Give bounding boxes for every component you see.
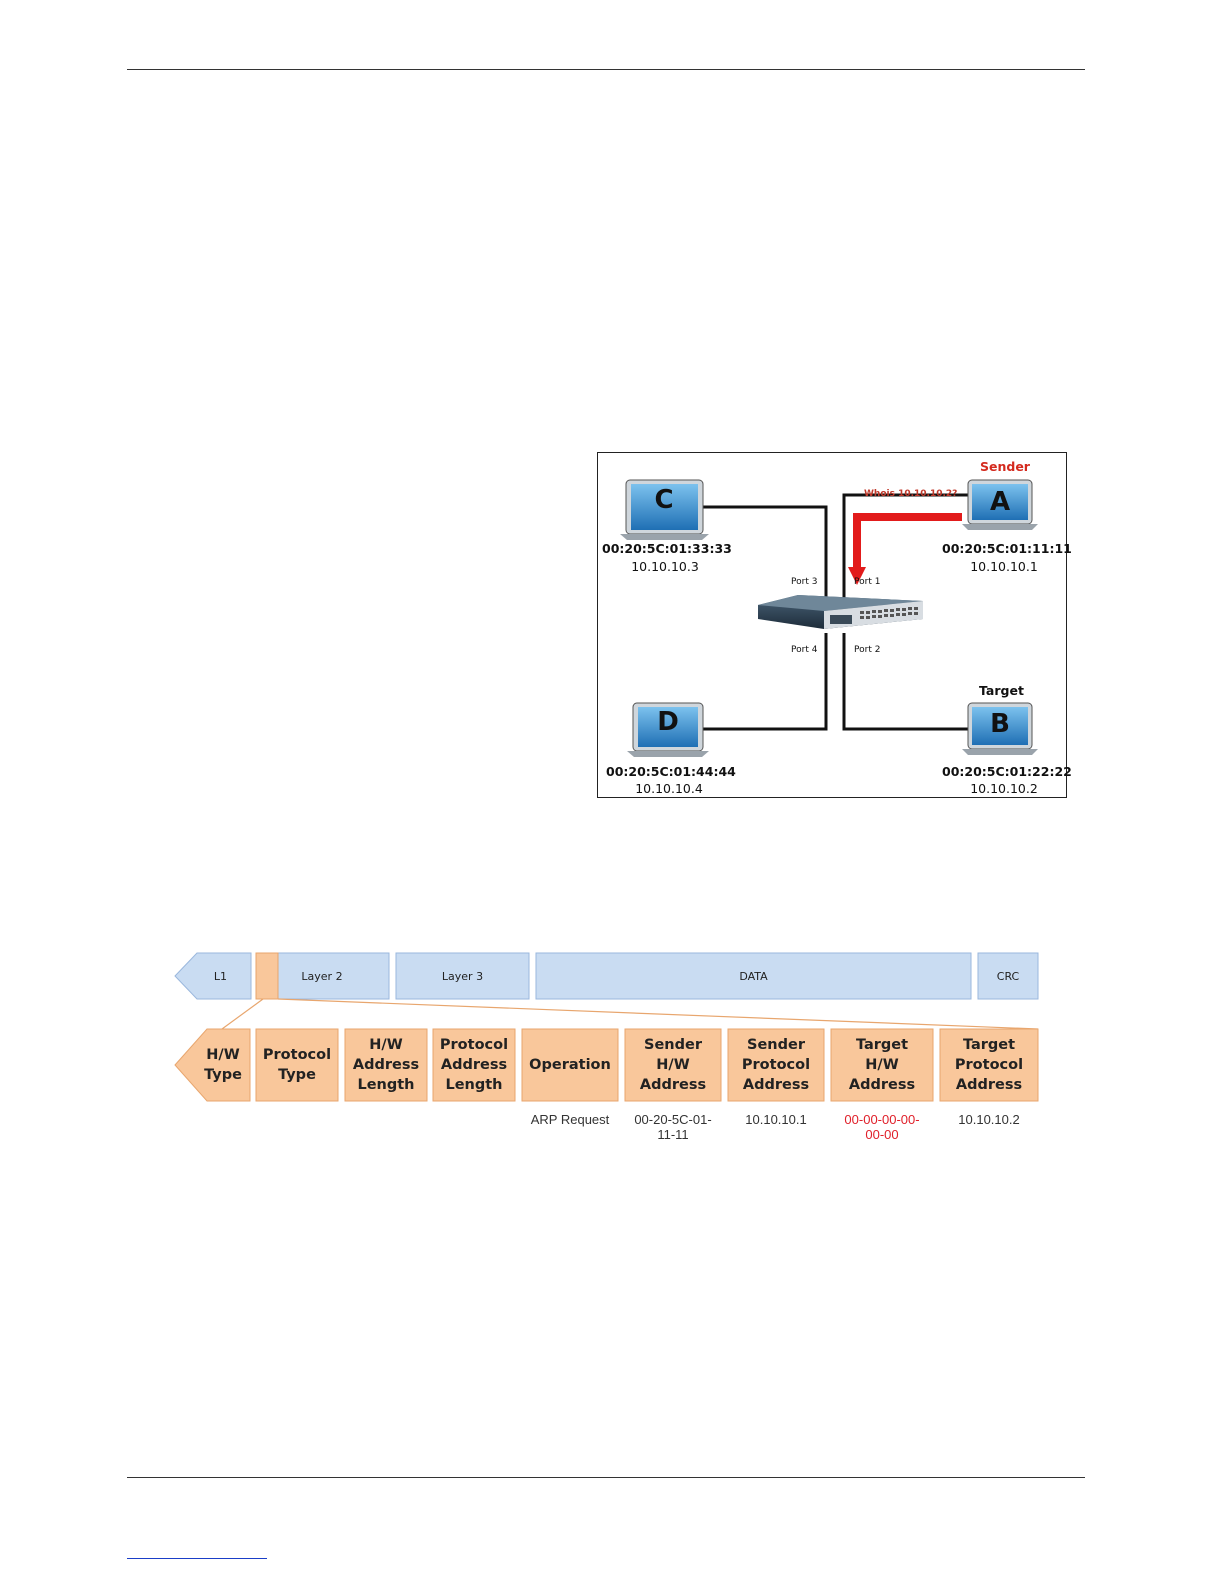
laptop-c bbox=[620, 479, 709, 540]
cable-a-port1 bbox=[842, 493, 968, 601]
block-layer3-label: Layer 3 bbox=[441, 969, 484, 983]
cable-c-port3 bbox=[703, 505, 828, 601]
field-sender-protocol-address bbox=[727, 1028, 825, 1102]
pc-a-ip: 10.10.10.1 bbox=[970, 559, 1038, 574]
pc-d-ip: 10.10.10.4 bbox=[635, 781, 703, 796]
frame-field-row bbox=[174, 1028, 1039, 1102]
pc-d-mac: 00:20:5C:01:44:44 bbox=[606, 764, 736, 779]
field-protocol-address-length bbox=[432, 1028, 516, 1102]
port-1-label: Port 1 bbox=[854, 577, 881, 587]
block-data-label: DATA bbox=[739, 969, 768, 983]
pc-b-ip: 10.10.10.2 bbox=[970, 781, 1038, 796]
sender-label: Sender bbox=[980, 459, 1030, 474]
laptop-a bbox=[962, 479, 1038, 530]
field-hw-type bbox=[174, 1028, 251, 1102]
block-crc bbox=[977, 952, 1039, 1000]
block-layer3 bbox=[395, 952, 530, 1000]
footer-rule bbox=[127, 1477, 1085, 1478]
pc-b-mac: 00:20:5C:01:22:22 bbox=[942, 764, 1072, 779]
pc-d-letter: D bbox=[657, 707, 679, 737]
pc-a-mac: 00:20:5C:01:11:11 bbox=[942, 541, 1072, 556]
block-arp-highlight bbox=[255, 952, 279, 1000]
pc-c-ip: 10.10.10.3 bbox=[631, 559, 699, 574]
block-l1 bbox=[174, 952, 252, 1000]
frame-drawing bbox=[174, 952, 1039, 1102]
field-target-protocol-address bbox=[939, 1028, 1039, 1102]
whois-label: Whois 10.10.10.2? bbox=[864, 489, 958, 499]
network-switch bbox=[758, 595, 923, 629]
header-rule bbox=[127, 69, 1085, 70]
field-operation bbox=[521, 1028, 619, 1102]
field-protocol-type bbox=[255, 1028, 339, 1102]
cable-b-port2 bbox=[842, 633, 968, 731]
target-label: Target bbox=[979, 683, 1024, 698]
field-sender-hw-address bbox=[624, 1028, 722, 1102]
footer-link-underline bbox=[127, 1558, 267, 1559]
field-hw-address-length bbox=[344, 1028, 428, 1102]
arp-network-figure: C A D B Sender Target Whois 10.10.10.2? … bbox=[597, 452, 1072, 798]
laptop-b bbox=[962, 702, 1038, 755]
field-target-hw-address bbox=[830, 1028, 934, 1102]
pc-c-mac: 00:20:5C:01:33:33 bbox=[602, 541, 732, 556]
value-target-hw-address: 00-00-00-00-00-00 bbox=[844, 1112, 920, 1142]
laptop-d bbox=[627, 702, 709, 757]
value-operation: ARP Request bbox=[530, 1112, 610, 1127]
network-cables bbox=[703, 493, 968, 731]
network-drawing bbox=[620, 479, 1038, 757]
cable-d-port4 bbox=[703, 633, 828, 731]
value-target-protocol-address: 10.10.10.2 bbox=[958, 1112, 1020, 1127]
block-crc-label: CRC bbox=[996, 969, 1020, 983]
pc-a-letter: A bbox=[989, 487, 1011, 517]
port-3-label: Port 3 bbox=[791, 577, 818, 587]
zoom-lines bbox=[221, 998, 1039, 1030]
value-sender-protocol-address: 10.10.10.1 bbox=[745, 1112, 807, 1127]
block-layer2-label: Layer 2 bbox=[301, 969, 343, 983]
block-data bbox=[535, 952, 972, 1000]
port-2-label: Port 2 bbox=[854, 645, 881, 655]
block-l1-label: L1 bbox=[213, 969, 228, 983]
pc-c-letter: C bbox=[654, 485, 674, 515]
field-operation-label: Operation bbox=[529, 1057, 611, 1073]
port-4-label: Port 4 bbox=[791, 645, 818, 655]
value-sender-hw-address: 00-20-5C-01-11-11 bbox=[634, 1112, 712, 1142]
request-arrow bbox=[848, 513, 962, 585]
pc-b-letter: B bbox=[990, 709, 1010, 739]
